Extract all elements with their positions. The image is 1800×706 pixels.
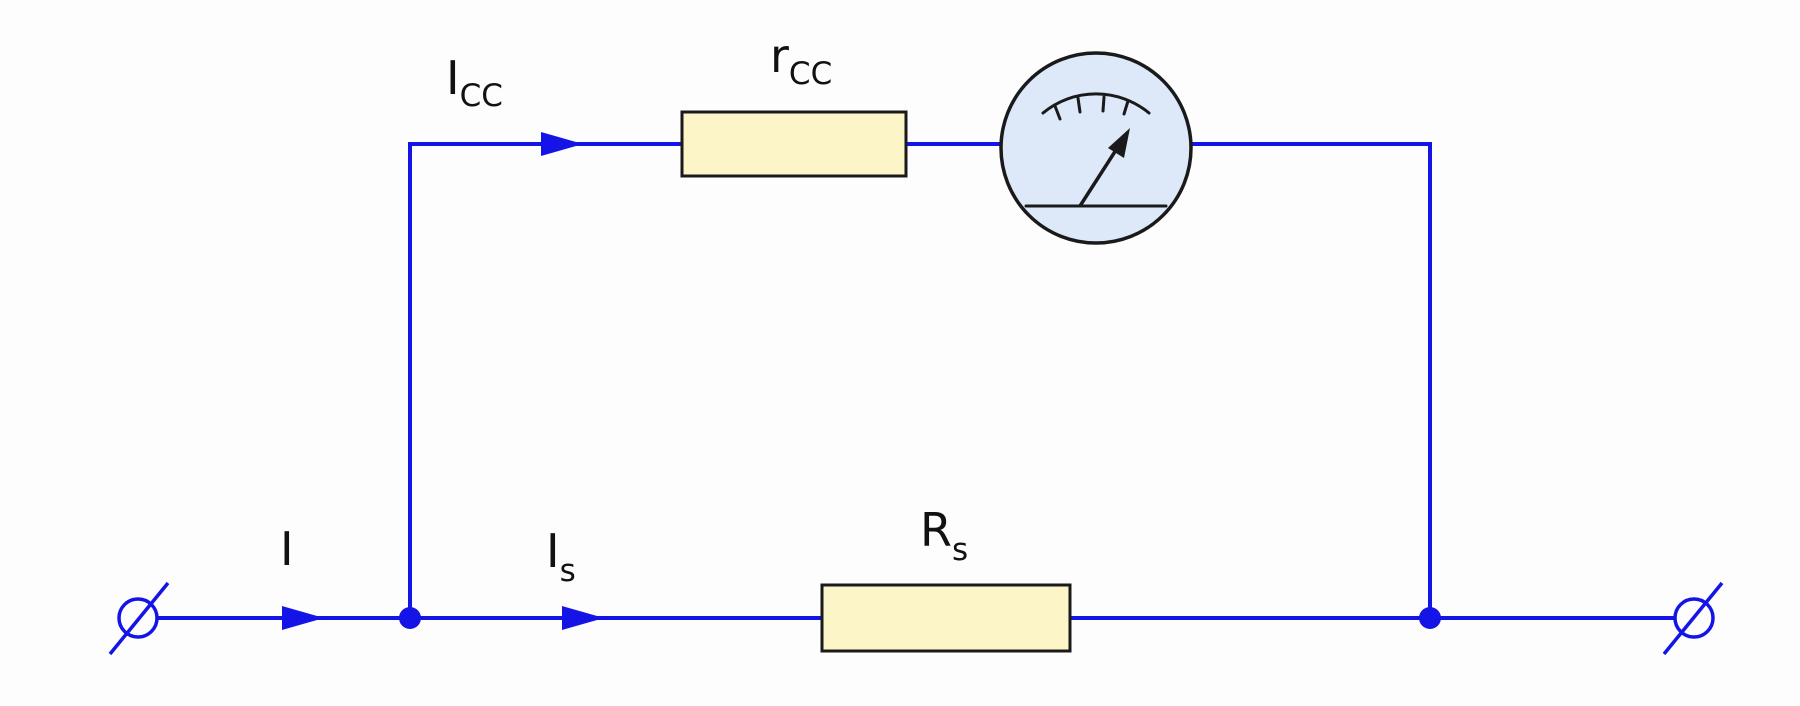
current-arrow-is [562,606,604,630]
junction-node-left [399,607,421,629]
junction-node-right [1419,607,1441,629]
label-i-cc: ICC [446,51,503,114]
label-r-s: Rs [920,503,968,568]
current-arrow-icc [541,132,583,156]
shunt-resistor-rs [820,583,1072,653]
circuit-wires [158,142,1674,620]
label-i-s: Is [546,524,576,589]
current-arrow-i [282,606,324,630]
label-i-total: I [280,522,294,576]
terminal-right [1662,581,1724,656]
resistor-rcc [680,110,908,178]
label-r-cc: rCC [770,29,832,92]
ammeter-icon [999,51,1193,245]
terminal-left [108,581,170,656]
